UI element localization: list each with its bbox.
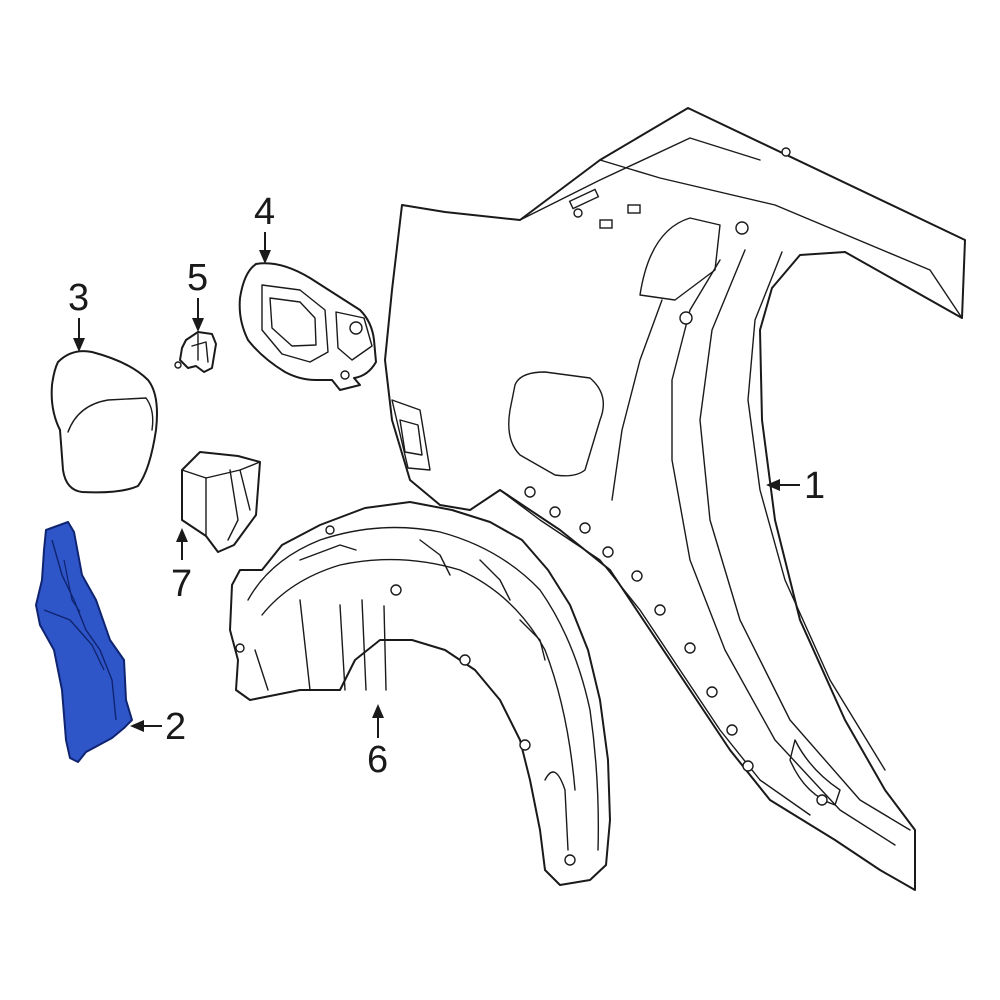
callout-label-4: 4	[254, 191, 275, 233]
quarter-panel-part[interactable]	[384, 107, 966, 891]
clip-part[interactable]	[174, 331, 217, 373]
callout-label-1: 1	[804, 465, 825, 507]
callout-1: 1	[766, 465, 825, 507]
door-box-part[interactable]	[181, 451, 261, 553]
callout-label-7: 7	[171, 563, 192, 605]
callout-2: 2	[130, 706, 186, 748]
callout-label-6: 6	[367, 739, 388, 781]
callout-7: 7	[171, 528, 192, 605]
bracket-part-highlighted[interactable]	[35, 521, 133, 763]
callout-5: 5	[187, 257, 208, 332]
callout-label-5: 5	[187, 257, 208, 299]
callout-3: 3	[68, 277, 89, 352]
wheel-liner-part[interactable]	[229, 501, 611, 886]
fuel-filler-housing-part[interactable]	[238, 262, 377, 391]
callout-4: 4	[254, 191, 275, 264]
callout-label-3: 3	[68, 277, 89, 319]
cover-pad-part[interactable]	[50, 350, 158, 494]
callout-label-2: 2	[165, 706, 186, 748]
callout-6: 6	[367, 704, 388, 781]
